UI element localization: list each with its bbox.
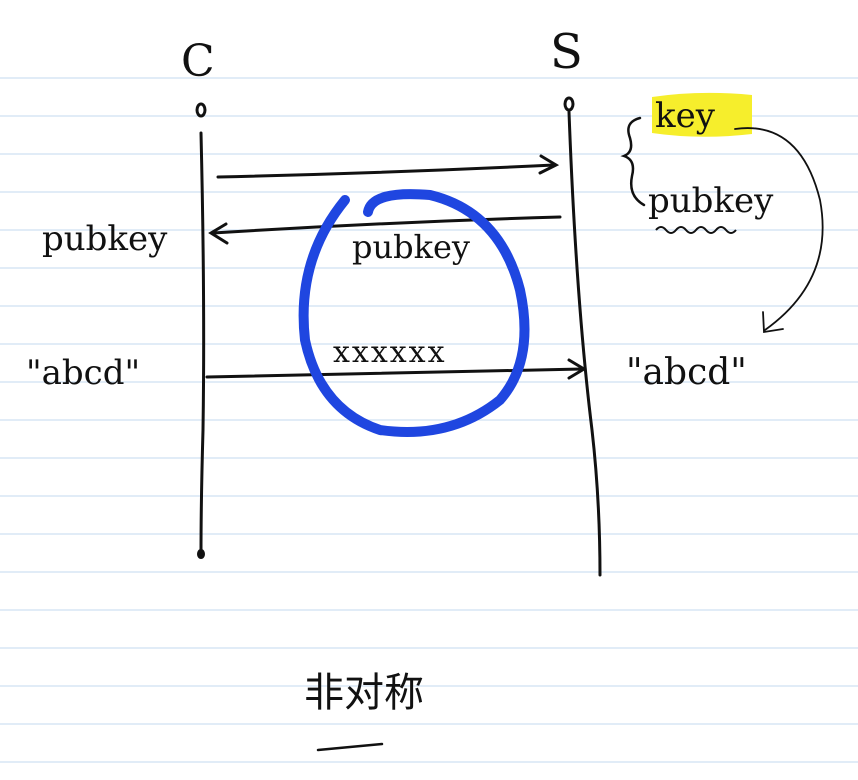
ruled-lines bbox=[0, 77, 858, 763]
client-pubkey-label: pubkey bbox=[42, 219, 168, 259]
arrow-request bbox=[216, 154, 560, 179]
server-key-label: key bbox=[655, 96, 716, 136]
server-brace bbox=[620, 116, 646, 207]
bottom-note-underline bbox=[316, 742, 384, 752]
server-plaintext-label: "abcd" bbox=[626, 352, 747, 393]
highlight-circle bbox=[298, 189, 530, 437]
ciphertext-label: xxxxxx bbox=[333, 335, 447, 370]
arrow-ciphertext bbox=[205, 358, 587, 380]
key-decrypt-arrow bbox=[734, 127, 824, 334]
bottom-note: 非对称 bbox=[304, 670, 424, 716]
key-highlight bbox=[652, 92, 752, 137]
client-lifeline bbox=[195, 102, 207, 559]
client-label: C bbox=[181, 36, 215, 87]
server-lifeline bbox=[563, 96, 602, 577]
server-pubkey-label: pubkey bbox=[648, 181, 774, 221]
arrow-pubkey-label: pubkey bbox=[352, 228, 470, 266]
pubkey-squiggle bbox=[655, 226, 737, 234]
client-plaintext-label: "abcd" bbox=[26, 353, 140, 393]
arrow-pubkey bbox=[208, 215, 562, 245]
server-label: S bbox=[550, 24, 583, 80]
